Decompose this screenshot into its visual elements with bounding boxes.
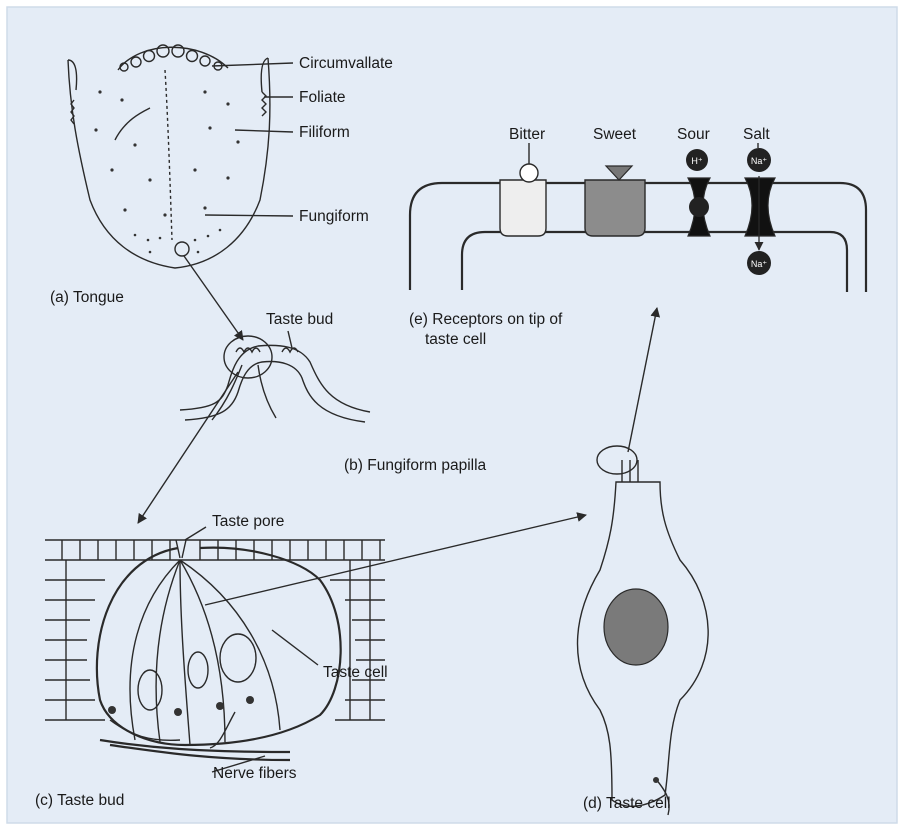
label-sour: Sour (677, 126, 710, 143)
caption-taste-cell: (d) Taste cell (583, 795, 671, 812)
label-filiform: Filiform (299, 124, 350, 141)
label-taste-cell: Taste cell (323, 664, 388, 681)
label-salt: Salt (743, 126, 770, 143)
label-taste-bud: Taste bud (266, 311, 333, 328)
sour-ion-label: H⁺ (691, 156, 702, 166)
label-taste-pore: Taste pore (212, 513, 284, 530)
salt-ion-label-top: Na⁺ (751, 156, 768, 166)
caption-taste-bud: (c) Taste bud (35, 792, 124, 809)
label-fungiform: Fungiform (299, 208, 369, 225)
label-nerve-fibers: Nerve fibers (213, 765, 297, 782)
label-circumvallate: Circumvallate (299, 55, 393, 72)
label-foliate: Foliate (299, 89, 346, 106)
label-bitter: Bitter (509, 126, 545, 143)
label-sweet: Sweet (593, 126, 637, 143)
caption-receptors-line1: (e) Receptors on tip of (409, 311, 563, 328)
nucleus (604, 589, 668, 665)
caption-tongue: (a) Tongue (50, 289, 124, 306)
salt-ion-label-bottom: Na⁺ (751, 259, 768, 269)
caption-papilla: (b) Fungiform papilla (344, 457, 487, 474)
caption-receptors-line2: taste cell (425, 331, 486, 348)
